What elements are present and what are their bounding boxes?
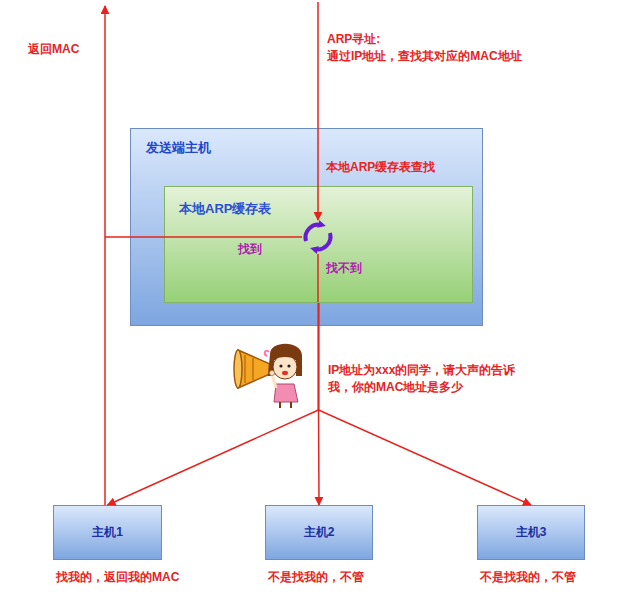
host-box: 主机2	[265, 505, 373, 560]
node-title: 主机3	[516, 524, 547, 541]
broadcast-arrow	[319, 303, 532, 505]
host-box: 主机1	[53, 505, 162, 560]
lookup-note: 本地ARP缓存表查找	[326, 159, 435, 176]
node-title: 发送端主机	[146, 139, 211, 157]
found-line	[105, 236, 302, 238]
request-title: ARP寻址:	[327, 31, 380, 48]
host-ignore-note: 不是找我的，不管	[480, 569, 576, 586]
return-note: 返回MAC	[28, 41, 79, 58]
megaphone-girl	[234, 344, 302, 408]
broadcast-note: IP地址为xxx的同学，请大声的告诉我，你的MAC地址是多少	[328, 362, 533, 397]
host-reply-note: 找我的，返回我的MAC	[56, 569, 179, 586]
host-ignore-note: 不是找我的，不管	[268, 569, 364, 586]
request-arrow	[317, 2, 319, 220]
request-note: 通过IP地址，查找其对应的MAC地址	[327, 48, 522, 65]
host-panel: 发送端主机本地ARP缓存表	[130, 128, 483, 326]
host-box: 主机3	[477, 505, 585, 560]
broadcast-arrow	[108, 303, 319, 505]
found-note: 找到	[238, 241, 262, 258]
return-arrow	[104, 6, 106, 505]
node-title: 本地ARP缓存表	[179, 200, 271, 218]
lookup-cycle-icon	[306, 225, 331, 250]
not-found-line	[317, 254, 319, 302]
not-found-note: 找不到	[326, 260, 362, 277]
node-title: 主机2	[304, 524, 335, 541]
node-title: 主机1	[92, 524, 123, 541]
